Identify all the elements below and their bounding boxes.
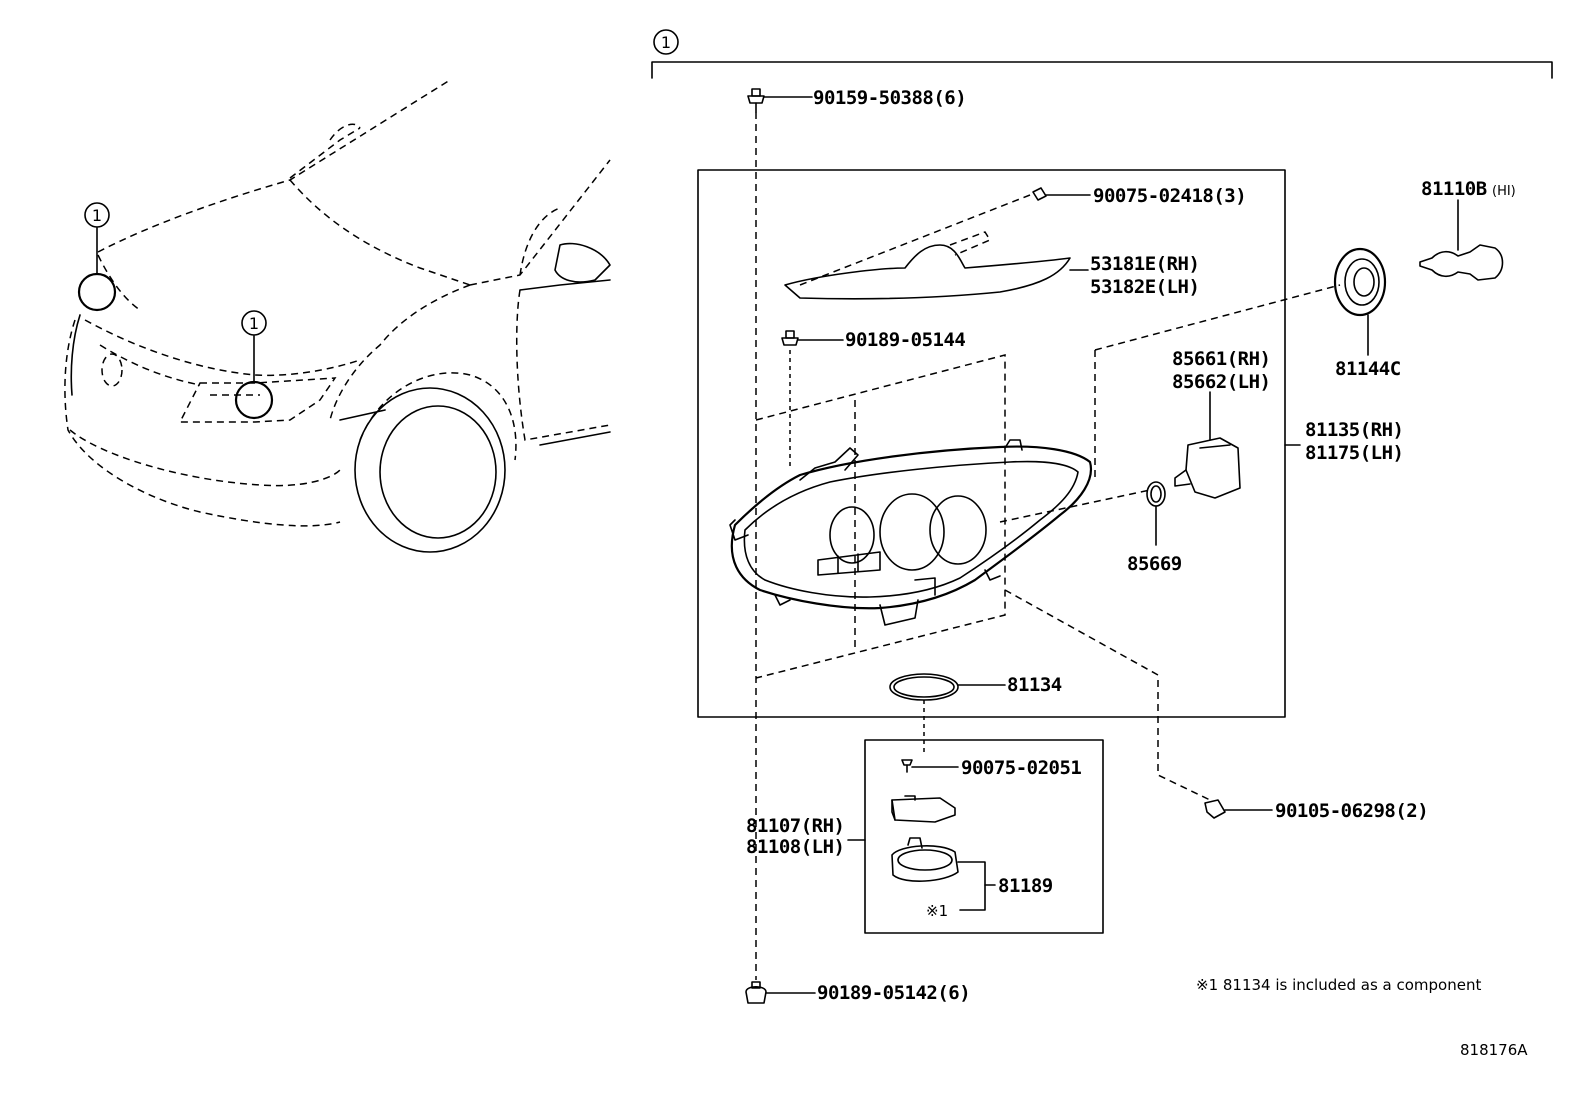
part-label-85661: 85661(RH) [1172,348,1270,370]
car-callout-marker-2: 1 [249,314,259,333]
diagram-id: 818176A [1460,1041,1528,1059]
part-label-81135: 81135(RH) [1305,419,1403,441]
assembly-callout-marker: 1 [661,33,671,52]
part-label-81134: 81134 [1007,674,1062,696]
gasket-icon-81134 [889,673,1006,755]
actuator-icon-85661 [1174,391,1241,499]
part-label-85669: 85669 [1127,553,1182,575]
part-note-marker: ※1 [926,902,948,920]
headlamp-housing-illustration [729,284,1341,801]
part-label-81107: 81107(RH) [746,815,844,837]
headlamp-assembly-box [697,169,1286,718]
ballast-icon-81189 [891,837,996,911]
oring-icon-85669 [1146,481,1166,546]
cover-icon-81144C [1333,247,1387,356]
part-label-90189-05144: 90189-05144 [845,329,965,351]
part-label-90159-50388: 90159-50388(6) [813,87,966,109]
part-label-90189-05142: 90189-05142(6) [817,982,970,1004]
bolt-icon-bottom [745,981,816,1004]
part-label-90075-02051: 90075-02051 [961,757,1081,779]
screw-icon-90189-05144 [781,330,844,346]
part-label-90075-02418: 90075-02418(3) [1093,185,1246,207]
bulb-icon-81110B [1419,199,1504,281]
part-label-81175: 81175(LH) [1305,442,1403,464]
car-callout-marker-1: 1 [92,206,102,225]
part-label-81189: 81189 [998,875,1053,897]
part-label-85662: 85662(LH) [1172,371,1270,393]
part-label-81110B: 81110B [1421,178,1487,200]
part-label-53182E: 53182E(LH) [1090,276,1199,298]
part-label-90105-06298: 90105-06298(2) [1275,800,1428,822]
screw-icon-90075-02051 [901,759,959,773]
part-label-81110B-suffix: (HI) [1492,184,1516,199]
car-front-illustration: 1 1 [64,79,611,553]
part-label-81144C: 81144C [1335,358,1401,380]
part-label-81108: 81108(LH) [746,836,844,858]
headlamp-unit-box [864,739,1104,934]
part-label-53181E: 53181E(RH) [1090,253,1199,275]
footnote-text: ※1 81134 is included as a component [1196,976,1481,994]
bolt-icon-top [747,88,813,113]
module-icon [891,795,956,823]
assembly-bracket: 1 [651,29,1553,79]
headlamp-cover-part [784,194,1089,300]
bolt-icon-90105-06298 [1204,799,1273,819]
screw-icon-cover [1032,187,1091,201]
